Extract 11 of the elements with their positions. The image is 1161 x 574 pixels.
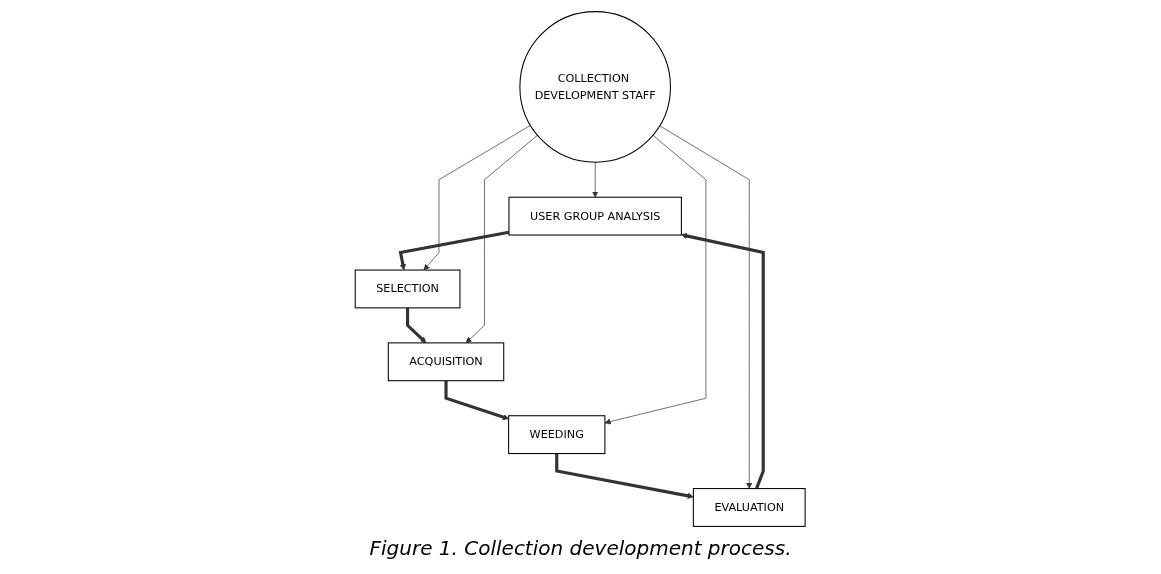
figure-caption: Figure 1. Collection development process. [369,536,792,560]
node-box: EVALUATION [693,488,806,527]
arrow [681,232,766,490]
arrow [399,230,510,271]
node-box: WEEDING [508,415,606,455]
arrow [406,307,427,344]
node-box: SELECTION [355,269,461,309]
arrow [555,453,694,499]
node-box: ACQUISITION [388,342,505,382]
node-circle: COLLECTION DEVELOPMENT STAFF [519,11,672,163]
node-box: USER GROUP ANALYSIS [508,196,683,236]
